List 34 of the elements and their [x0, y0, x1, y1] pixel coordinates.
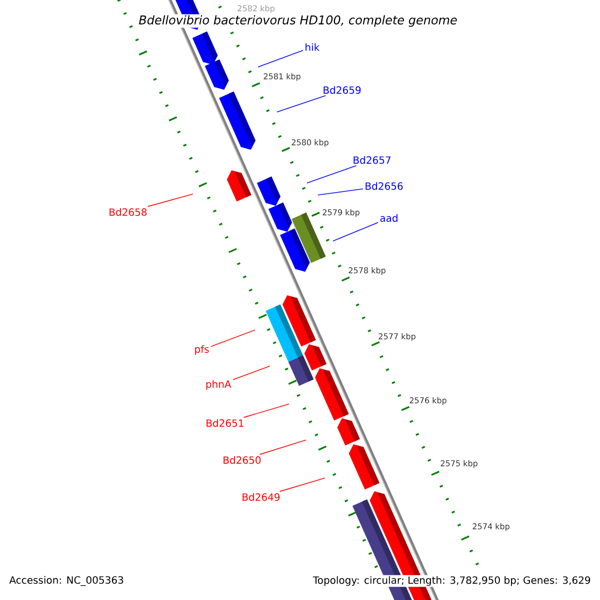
leader-line: [258, 50, 304, 68]
scale-label: 2579 kbp: [322, 209, 360, 217]
leader-line: [243, 404, 290, 418]
scale-label: 2578 kbp: [348, 267, 386, 275]
gene-label: pfs: [195, 345, 209, 355]
gene-label: Bd2659: [324, 86, 361, 94]
leader-line: [306, 165, 357, 184]
gene-label: Bd2649: [242, 493, 280, 501]
leader-line: [232, 366, 270, 380]
scale-label: 2576 kbp: [410, 397, 446, 405]
gene-label: Bd2658: [110, 208, 147, 216]
scale-label: 2575 kbp: [440, 460, 478, 468]
scale-label: 2582 kbp: [238, 5, 274, 13]
gene-label: Bd2650: [224, 456, 261, 464]
leader-line: [332, 222, 378, 242]
scale-label: 2581 kbp: [264, 73, 300, 81]
leader-line: [318, 188, 364, 196]
title: Bdellovibrio bacteriovorus HD100, complete genome: [138, 14, 458, 28]
gene-label: aad: [380, 214, 398, 222]
scale-label: 2580 kbp: [292, 139, 328, 147]
leader-line: [259, 440, 306, 455]
info-text: Topology: circular; Length: 3,782,950 bp; Genes: 3,629: [312, 575, 592, 587]
gene-label: Bd2656: [366, 182, 403, 190]
info-text: Accession: NC_005363: [8, 575, 125, 587]
gene-label: phnA: [206, 380, 232, 390]
gene-label: hik: [306, 43, 320, 51]
gene-label: Bd2651: [206, 419, 244, 427]
scale-label: 2577 kbp: [378, 333, 416, 341]
leader-line: [148, 194, 194, 207]
leader-line: [279, 478, 326, 492]
leader-line: [276, 95, 326, 112]
gene-label: Bd2657: [354, 156, 390, 164]
scale-label: 2574 kbp: [472, 523, 510, 531]
leader-line: [210, 330, 256, 347]
